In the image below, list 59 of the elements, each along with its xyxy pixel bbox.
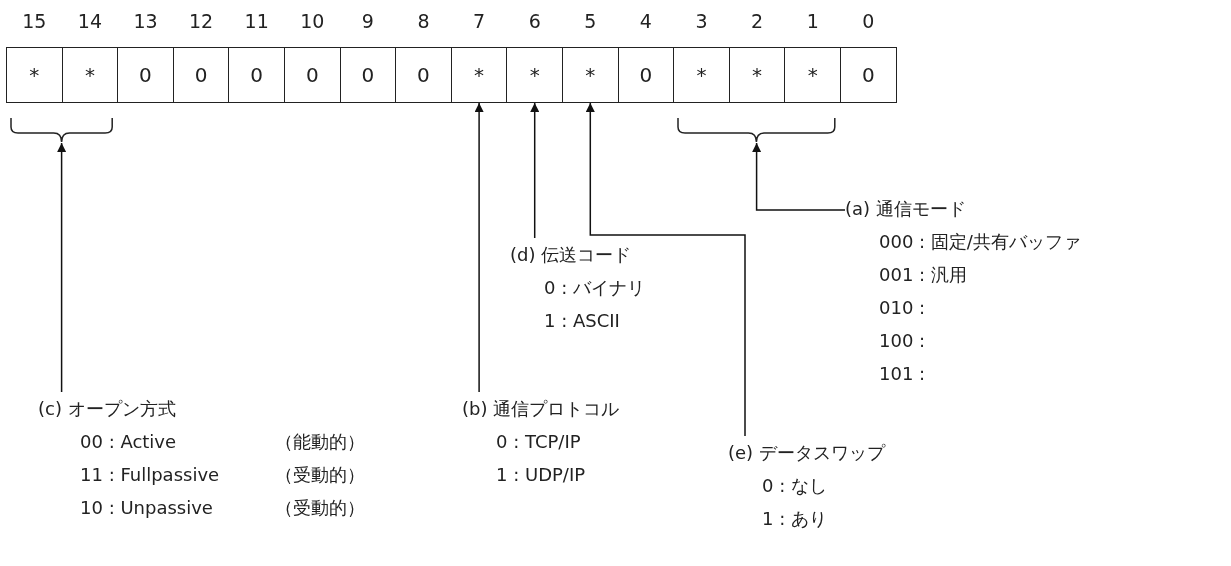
register-bit-cell: *: [562, 47, 619, 103]
bit-number: 8: [416, 10, 431, 32]
bit-number: 1: [805, 10, 820, 32]
value-option: 00 : Active: [80, 425, 275, 458]
bit-number: 7: [472, 10, 487, 32]
field-heading: (b) 通信プロトコル: [462, 397, 621, 421]
register-bit-cell: 0: [617, 47, 675, 103]
arrow: [585, 102, 746, 437]
field-heading: (c) オープン方式: [38, 397, 177, 421]
register-bit-cell: 0: [228, 47, 285, 103]
field-heading: (e) データスワップ: [728, 441, 887, 465]
value-option: 10 : Unpassive: [80, 491, 275, 524]
bit-number: 2: [750, 10, 765, 32]
register-bit-cell: 0: [395, 47, 452, 103]
bit-number: 11: [243, 10, 270, 32]
register-bit-cell: 0: [172, 47, 230, 103]
bit-number: 10: [299, 10, 326, 32]
bit-number: 6: [527, 10, 542, 32]
value-option: 101 :: [845, 357, 1175, 390]
register-bit-cell: *: [450, 47, 508, 103]
field-heading: (a) 通信モード: [845, 197, 967, 221]
value-option: 0 : TCP/IP: [462, 425, 692, 458]
value-option: 010 :: [845, 291, 1175, 324]
bit-number: 0: [861, 10, 876, 32]
register-bit-cell: 0: [117, 47, 174, 103]
value-option: 1 : ASCII: [510, 304, 730, 337]
bit-number: 13: [132, 10, 159, 32]
bit-number: 14: [76, 10, 103, 32]
arrow: [530, 102, 540, 239]
arrow: [752, 142, 846, 211]
field-heading: (d) 伝送コード: [510, 243, 633, 267]
arrow: [474, 102, 484, 393]
register-bit-cell: 0: [840, 47, 897, 103]
bit-number: 12: [188, 10, 215, 32]
register-bit-cell: 0: [339, 47, 397, 103]
value-description: （能動的）: [275, 430, 366, 454]
value-option: 001 : 汎用: [845, 258, 1175, 291]
value-option: 000 : 固定/共有バッファ: [845, 225, 1175, 258]
value-option: 11 : Fullpassive: [80, 458, 275, 491]
value-description: （受動的）: [275, 463, 366, 487]
bit-number: 3: [694, 10, 709, 32]
value-option: 1 : あり: [728, 502, 958, 535]
bit-number: 4: [638, 10, 653, 32]
register-bit-cell: *: [673, 47, 730, 103]
value-option: 0 : なし: [728, 469, 958, 502]
register-bit-cell: 0: [284, 47, 341, 103]
value-description: （受動的）: [275, 496, 366, 520]
arrow: [57, 142, 67, 393]
register-bit-cell: *: [728, 47, 786, 103]
bit-number: 15: [21, 10, 48, 32]
value-option: 1 : UDP/IP: [462, 458, 692, 491]
bit-number: 9: [360, 10, 375, 32]
value-option: 100 :: [845, 324, 1175, 357]
value-option: 0 : バイナリ: [510, 271, 730, 304]
register-bit-cell: *: [506, 47, 563, 103]
bit-number: 5: [583, 10, 598, 32]
register-bit-cell: *: [6, 47, 63, 103]
register-bit-cell: *: [784, 47, 841, 103]
register-bit-cell: *: [61, 47, 119, 103]
